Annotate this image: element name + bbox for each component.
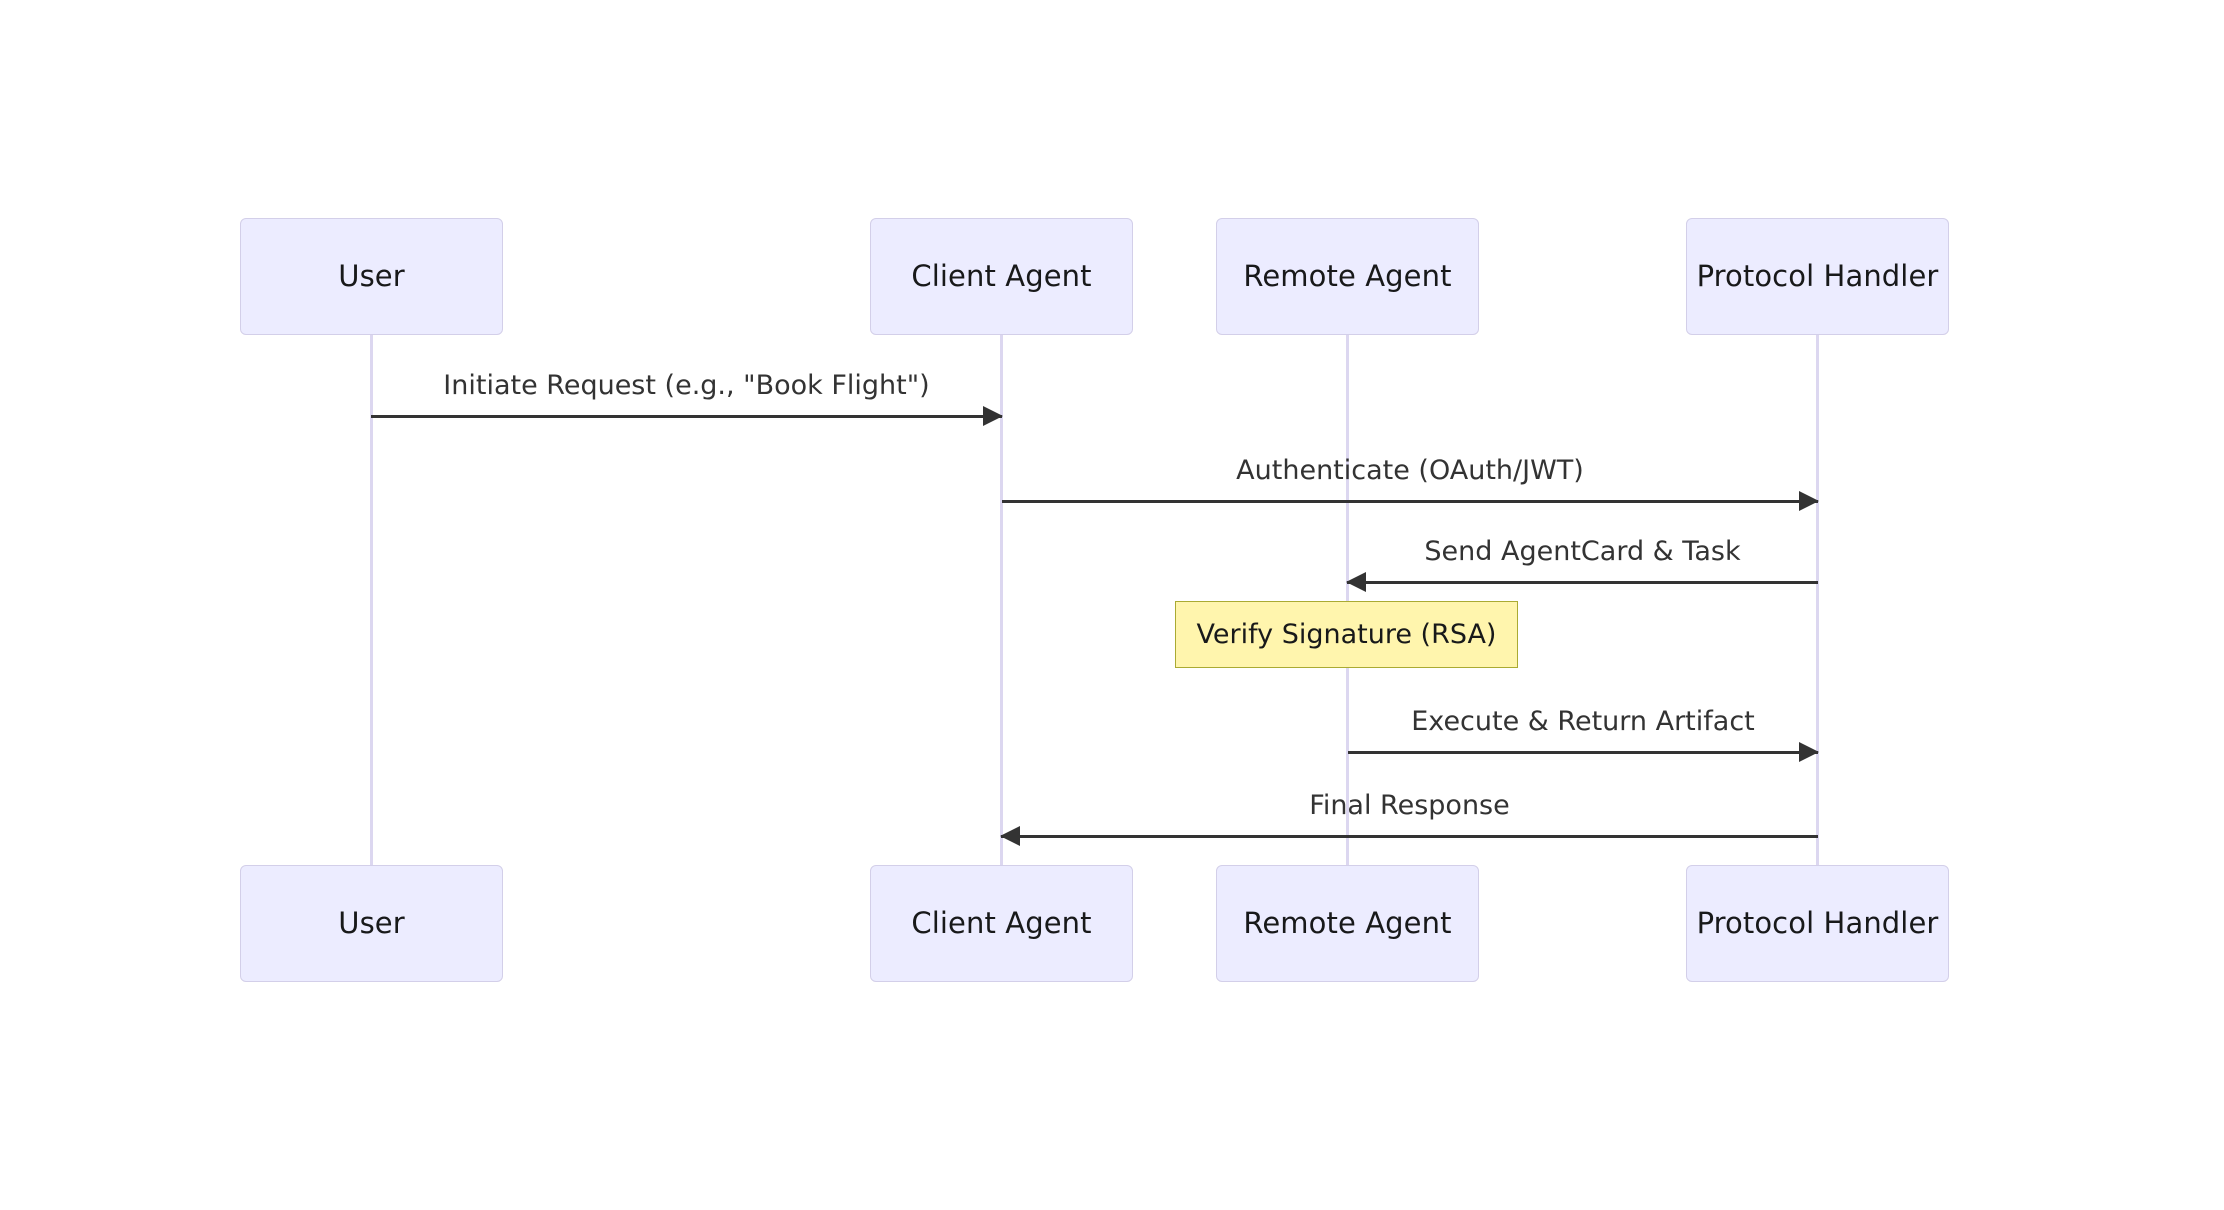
lifeline-protocol-handler	[1816, 335, 1819, 865]
participant-box-user-bottom[interactable]: User	[240, 865, 503, 982]
message-line-execute-return-artifact	[1348, 751, 1818, 754]
arrowhead-right-icon	[1799, 491, 1819, 511]
participant-box-protocol-handler-top[interactable]: Protocol Handler	[1686, 218, 1949, 335]
participant-box-client-agent-bottom[interactable]: Client Agent	[870, 865, 1133, 982]
participant-box-remote-agent-bottom[interactable]: Remote Agent	[1216, 865, 1479, 982]
message-line-final-response	[1001, 835, 1818, 838]
note-label-verify-signature: Verify Signature (RSA)	[1196, 619, 1497, 650]
arrowhead-left-icon	[1346, 572, 1366, 592]
participant-label-remote-agent-bottom: Remote Agent	[1243, 906, 1452, 940]
message-label-execute-return-artifact: Execute & Return Artifact	[1411, 706, 1755, 738]
message-label-send-agentcard-task: Send AgentCard & Task	[1424, 536, 1741, 568]
lifeline-remote-agent	[1346, 335, 1349, 865]
participant-box-protocol-handler-bottom[interactable]: Protocol Handler	[1686, 865, 1949, 982]
note-verify-signature[interactable]: Verify Signature (RSA)	[1175, 601, 1518, 668]
participant-box-user-top[interactable]: User	[240, 218, 503, 335]
message-label-final-response: Final Response	[1309, 790, 1510, 822]
arrowhead-right-icon	[1799, 742, 1819, 762]
participant-box-client-agent-top[interactable]: Client Agent	[870, 218, 1133, 335]
participant-label-client-agent-bottom: Client Agent	[911, 906, 1092, 940]
participant-label-client-agent-top: Client Agent	[911, 259, 1092, 293]
message-line-initiate-request	[371, 415, 1002, 418]
arrowhead-right-icon	[983, 406, 1003, 426]
participant-label-protocol-handler-top: Protocol Handler	[1696, 259, 1939, 293]
message-label-authenticate: Authenticate (OAuth/JWT)	[1236, 455, 1584, 487]
message-line-send-agentcard-task	[1347, 581, 1818, 584]
participant-label-user-bottom: User	[338, 906, 405, 940]
participant-label-protocol-handler-bottom: Protocol Handler	[1696, 906, 1939, 940]
lifeline-user	[370, 335, 373, 865]
arrowhead-left-icon	[1000, 826, 1020, 846]
participant-label-remote-agent-top: Remote Agent	[1243, 259, 1452, 293]
participant-label-user-top: User	[338, 259, 405, 293]
message-line-authenticate	[1002, 500, 1818, 503]
lifeline-client-agent	[1000, 335, 1003, 865]
participant-box-remote-agent-top[interactable]: Remote Agent	[1216, 218, 1479, 335]
message-label-initiate-request: Initiate Request (e.g., "Book Flight")	[443, 370, 930, 402]
